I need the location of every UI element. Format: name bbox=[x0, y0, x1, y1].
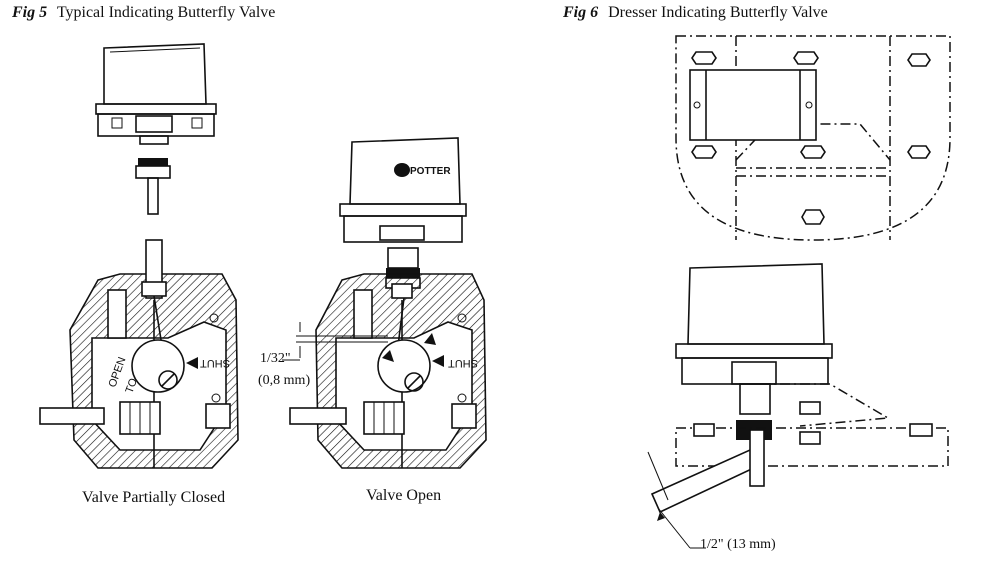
gap-inch-label: 1/32" bbox=[260, 351, 291, 366]
right-shut-label: SHUT bbox=[448, 357, 478, 369]
valve-body-right: SHUT bbox=[289, 273, 487, 469]
switch-left bbox=[95, 43, 217, 215]
gap-mm-label: (0,8 mm) bbox=[258, 373, 311, 388]
brand-logo-text: POTTER bbox=[410, 166, 451, 177]
switch-right: POTTER bbox=[339, 137, 467, 289]
fig5-title: Typical Indicating Butterfly Valve bbox=[56, 4, 276, 21]
dimension-arrow bbox=[647, 451, 706, 549]
fig5-caption: Fig 5 Typical Indicating Butterfly Valve bbox=[12, 4, 275, 22]
fig6-number: Fig 6 bbox=[563, 4, 599, 21]
label-valve-partially-closed: Valve Partially Closed bbox=[82, 489, 226, 506]
label-valve-open: Valve Open bbox=[366, 487, 442, 504]
left-to-label: TO bbox=[124, 376, 141, 395]
gap-dimension-marker bbox=[282, 322, 388, 361]
left-shut-label: SHUT bbox=[200, 357, 230, 369]
dimension-label: 1/2" (13 mm) bbox=[700, 537, 776, 552]
valve-body-left: OPEN TO SHUT bbox=[39, 239, 239, 469]
fig6-title: Dresser Indicating Butterfly Valve bbox=[608, 4, 828, 21]
fig6-caption: Fig 6 Dresser Indicating Butterfly Valve bbox=[563, 4, 828, 22]
fig5-number: Fig 5 bbox=[12, 4, 48, 21]
dresser-side-view bbox=[650, 263, 949, 514]
dresser-top-view bbox=[675, 35, 951, 241]
